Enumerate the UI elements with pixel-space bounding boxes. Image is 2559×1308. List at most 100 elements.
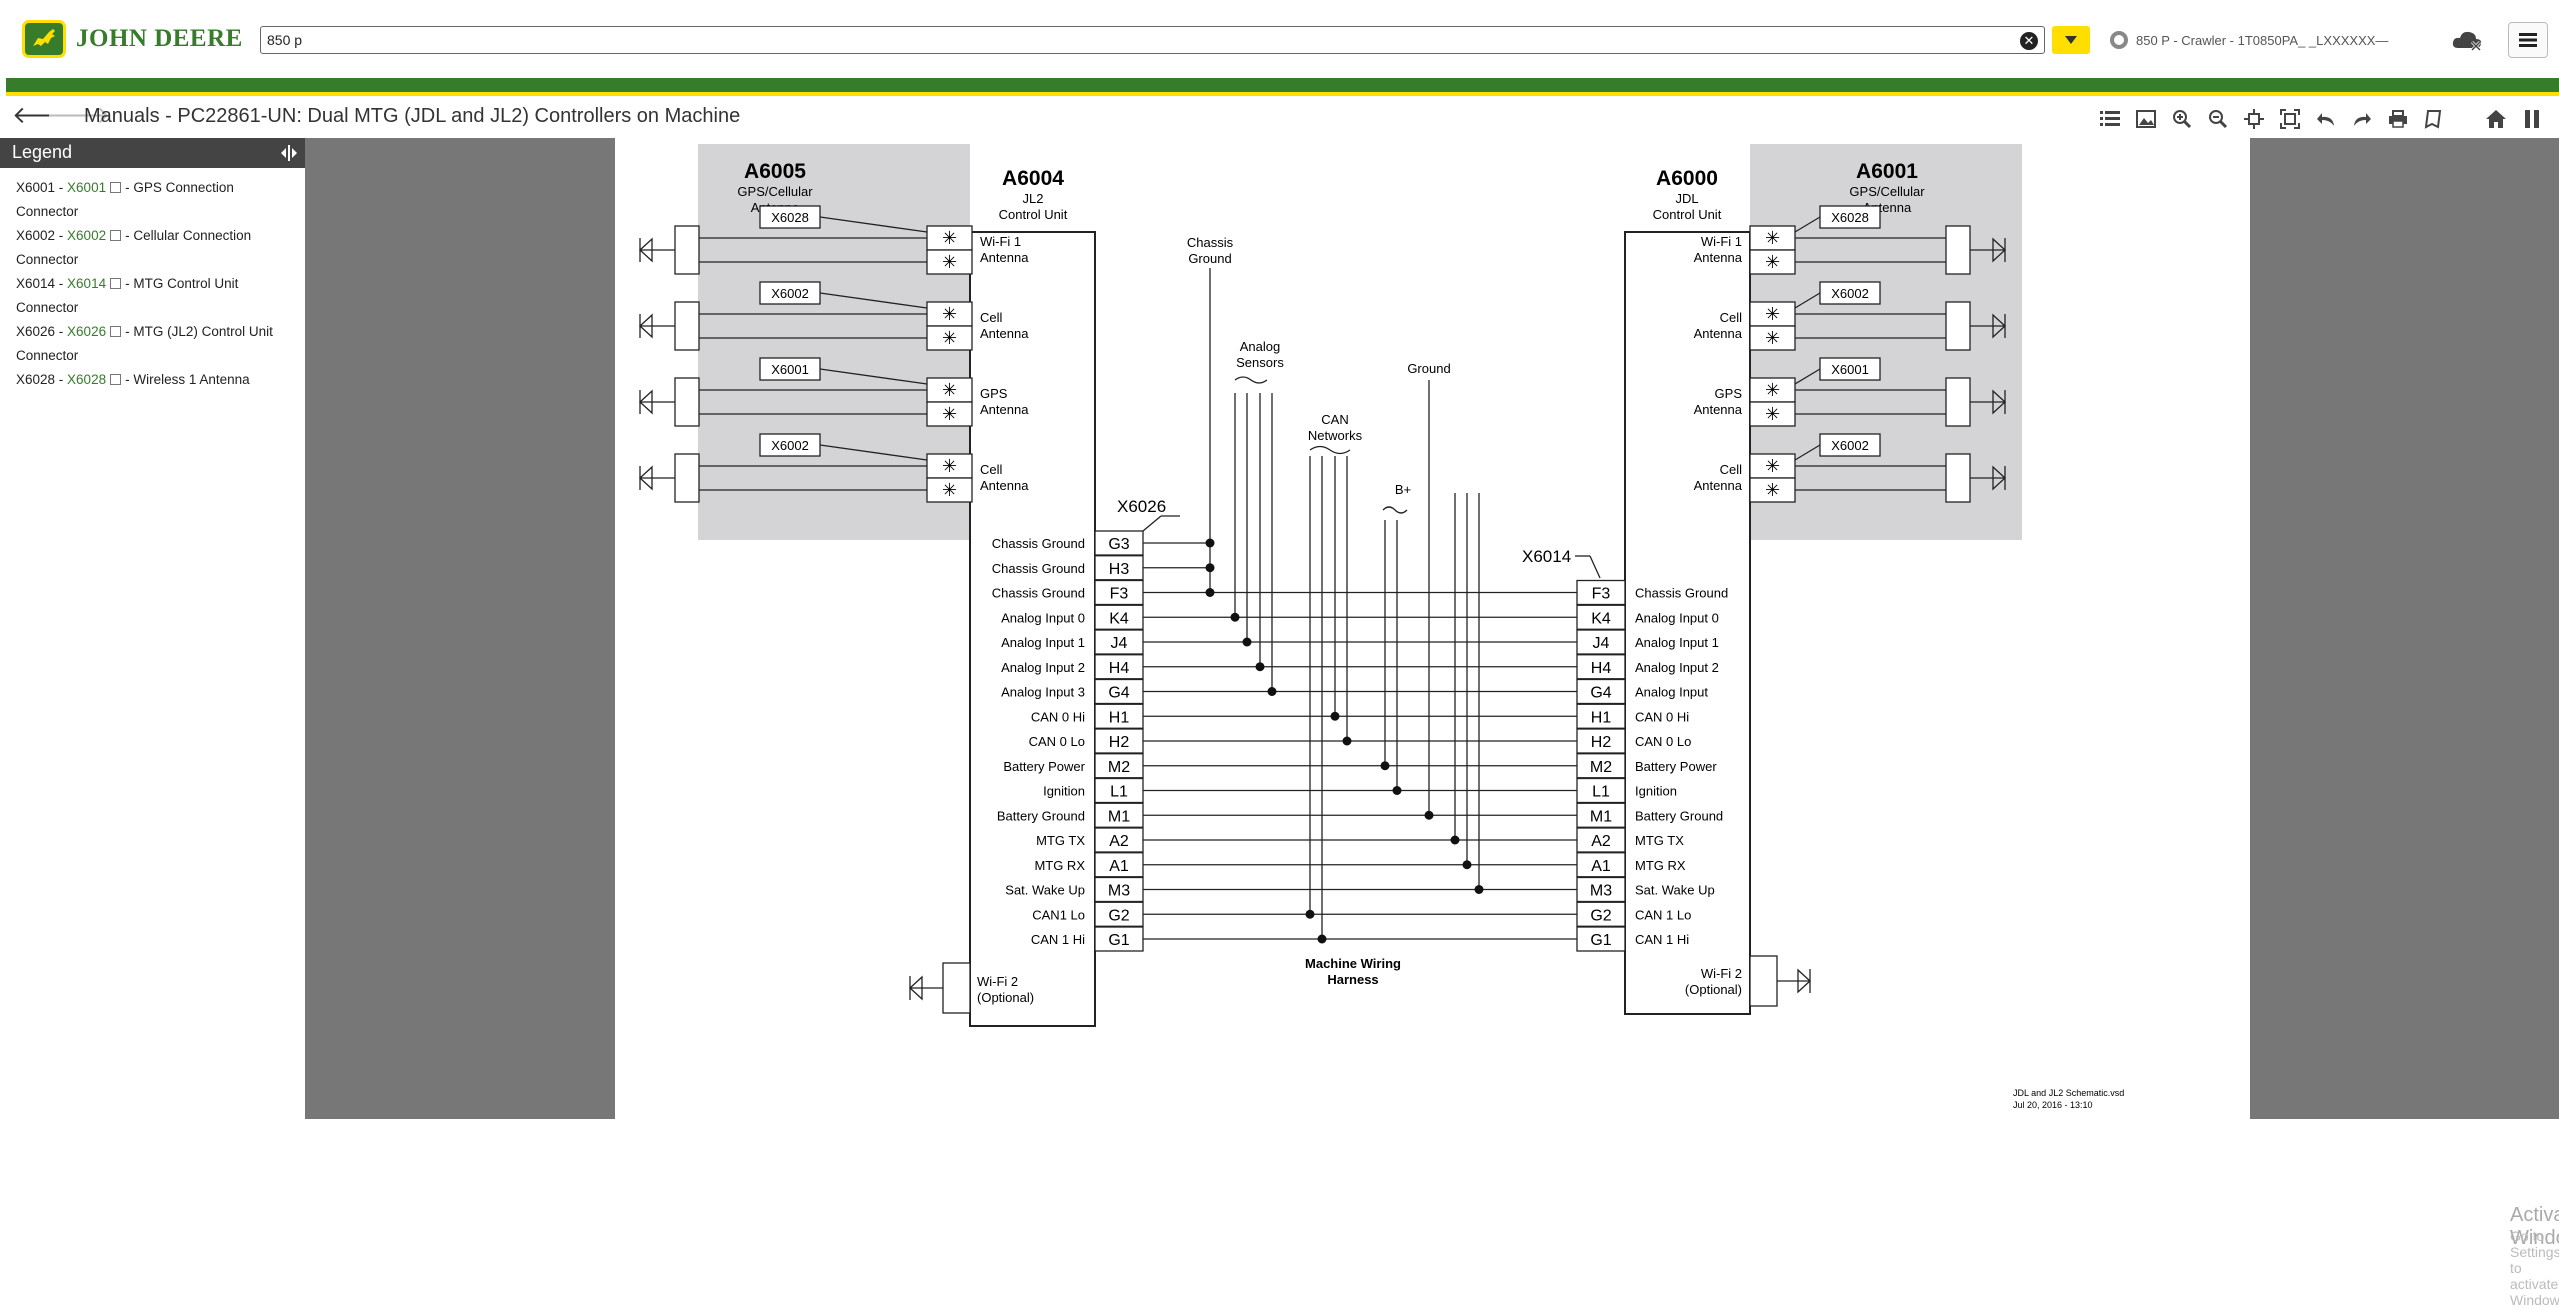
pin-id: F3 (1110, 586, 1129, 603)
pin-label: CAN 1 Hi (1031, 932, 1085, 947)
fit-width-icon[interactable] (2240, 106, 2268, 132)
rotate-left-icon[interactable] (2312, 106, 2340, 132)
legend-title: Legend (12, 142, 73, 162)
star-icon: ✳ (1765, 304, 1780, 324)
antenna-label-2: Antenna (980, 326, 1029, 341)
wire (1794, 292, 1821, 309)
pin-id: H1 (1109, 709, 1130, 726)
legend-link[interactable]: X6001 (67, 180, 107, 195)
list-icon[interactable] (2096, 106, 2124, 132)
pin-id: A1 (1109, 858, 1129, 875)
a6004-label: A6004 (1002, 167, 1064, 190)
antenna-plug (674, 225, 700, 275)
pin-label: Battery Ground (1635, 808, 1723, 823)
chassis-ground-label2: Ground (1188, 251, 1231, 266)
connector-tag-label: X6001 (771, 362, 809, 377)
copy-icon[interactable] (110, 278, 122, 289)
pin-cavity (1749, 249, 1796, 275)
legend-link[interactable]: X6028 (67, 372, 107, 387)
pin-id: L1 (1592, 784, 1610, 801)
antenna-label-2: Antenna (980, 478, 1029, 493)
back-arrow-icon[interactable]: 🡐 (12, 102, 77, 129)
copy-icon[interactable] (110, 326, 122, 337)
pin-label: MTG TX (1635, 833, 1684, 848)
tilde-icon (1309, 445, 1351, 455)
antenna-label: GPS (980, 386, 1008, 401)
pin-id: H4 (1109, 660, 1130, 677)
fit-page-icon[interactable] (2276, 106, 2304, 132)
pin-id: F3 (1592, 586, 1611, 603)
zoom-in-icon[interactable] (2168, 106, 2196, 132)
antenna-plug (1749, 955, 1778, 1007)
pin-cavity (926, 225, 973, 251)
wire (1794, 216, 1821, 233)
activation-watermark-sub: Go to Settings to activate Windows. (2510, 1228, 2559, 1308)
star-icon: ✳ (1765, 228, 1780, 248)
legend-code: X6014 (16, 276, 56, 291)
pin-id: H4 (1591, 660, 1612, 677)
copy-icon[interactable] (110, 182, 122, 193)
navigation-bar: 🡐 🡒 Manuals - PC22861-UN: Dual MTG (JDL … (0, 96, 2559, 138)
star-icon: ✳ (1765, 456, 1780, 476)
pin-cell (1576, 901, 1626, 927)
collapse-panel-icon[interactable] (279, 143, 299, 163)
legend-desc: - GPS Connection (125, 180, 234, 195)
document-viewer[interactable]: A6005 GPS/Cellular Antenna A6004 JL2 Con… (305, 138, 2559, 1308)
legend-link[interactable]: X6002 (67, 228, 107, 243)
schematic-page: A6005 GPS/Cellular Antenna A6004 JL2 Con… (615, 138, 2250, 1119)
pin-id: H1 (1591, 709, 1612, 726)
splice-dot (1462, 860, 1472, 870)
pin-label: Analog Input 1 (1635, 635, 1719, 650)
pin-label: Analog Input 3 (1001, 685, 1085, 700)
a6001-desc: GPS/Cellular (1849, 184, 1925, 199)
pin-cell (1576, 654, 1626, 680)
a6005-label: A6005 (744, 160, 806, 183)
antenna-label-2: Antenna (1694, 250, 1743, 265)
clear-search-icon[interactable]: ✕ (2020, 32, 2038, 50)
splice-dot (1317, 934, 1327, 944)
a6004-desc: JL2 (1023, 191, 1044, 206)
legend-link[interactable]: X6026 (67, 324, 107, 339)
antenna-plug (942, 962, 971, 1014)
pin-cell (1094, 678, 1144, 705)
home-icon[interactable] (2482, 106, 2510, 132)
bookmark-icon[interactable] (2420, 106, 2448, 132)
pin-label: Chassis Ground (1635, 586, 1728, 601)
model-selector[interactable]: 850 P - Crawler - 1T0850PA_ _LXXXXXX— (2110, 26, 2388, 54)
pin-label: Battery Power (1635, 759, 1717, 774)
offline-cloud-icon[interactable] (2450, 26, 2484, 54)
x6014-callout: X6014 (1522, 547, 1571, 566)
antenna-plug (1945, 453, 1971, 503)
splice-dot (1450, 835, 1460, 845)
wiring-schematic: A6005 GPS/Cellular Antenna A6004 JL2 Con… (639, 144, 2124, 1110)
search-dropdown-button[interactable] (2052, 26, 2090, 54)
pin-label: Analog Input 2 (1635, 660, 1719, 675)
print-icon[interactable] (2384, 106, 2412, 132)
copy-icon[interactable] (110, 230, 122, 241)
pin-id: M3 (1108, 883, 1130, 900)
john-deere-logo[interactable]: JOHN DEERE (22, 18, 243, 60)
wire (819, 216, 928, 233)
model-label: 850 P - Crawler - 1T0850PA_ _LXXXXXX— (2136, 32, 2389, 48)
copy-icon[interactable] (110, 374, 122, 385)
brand-stripe-yellow (6, 92, 2559, 96)
pin-label: Battery Power (1003, 759, 1085, 774)
star-icon: ✳ (1765, 404, 1780, 424)
legend-link[interactable]: X6014 (67, 276, 107, 291)
pin-id: G1 (1108, 932, 1129, 949)
rotate-right-icon[interactable] (2348, 106, 2376, 132)
a6001-label: A6001 (1856, 160, 1918, 183)
splice-dot (1392, 786, 1402, 795)
legend-header: Legend (0, 138, 305, 168)
hamburger-menu-button[interactable] (2508, 22, 2548, 58)
search-input[interactable] (261, 27, 2001, 53)
pause-icon[interactable] (2518, 106, 2546, 132)
image-icon[interactable] (2132, 106, 2160, 132)
pin-cell (1094, 901, 1144, 927)
zoom-out-icon[interactable] (2204, 106, 2232, 132)
pin-cavity (1749, 325, 1796, 351)
forward-arrow-icon[interactable]: 🡒 (46, 102, 111, 129)
deer-icon (22, 20, 66, 58)
